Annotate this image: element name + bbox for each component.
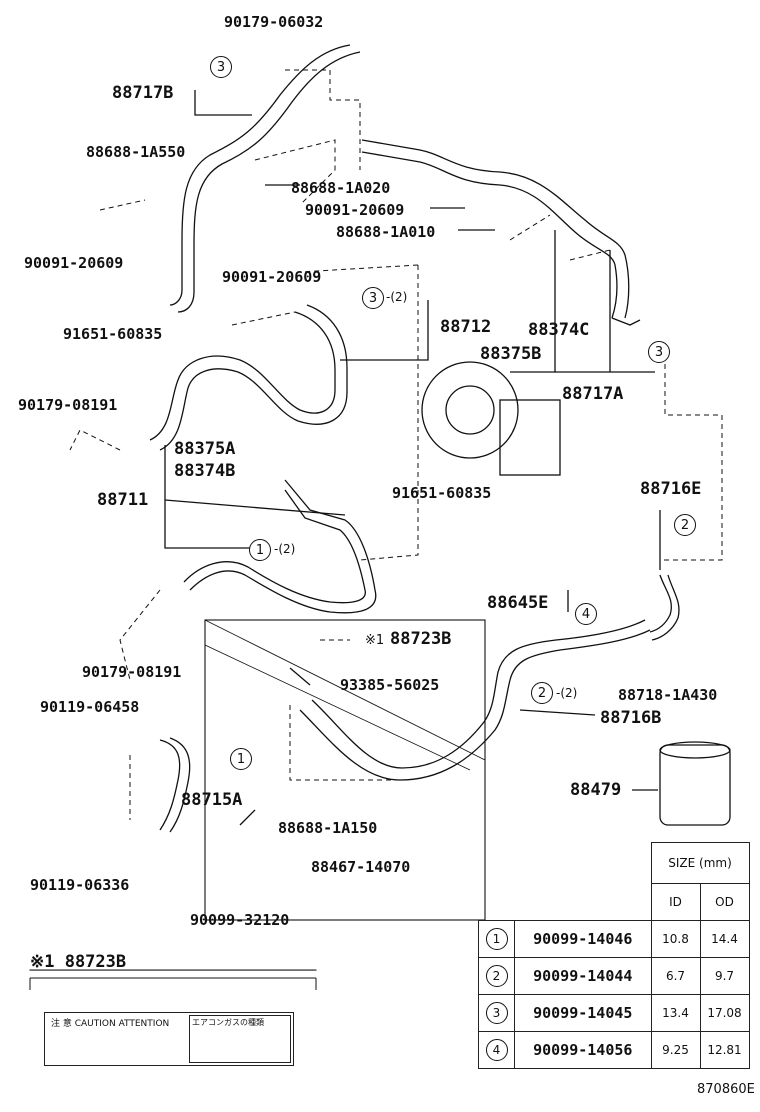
callout-88712: 88712 [440, 317, 492, 337]
row-index: 1 [485, 928, 508, 950]
receiver-88479 [659, 744, 731, 826]
label-card-title: ※1 88723B [30, 952, 127, 972]
callout-88374b: 88374B [174, 461, 236, 481]
callout-91651-60835-a: 91651-60835 [63, 325, 163, 343]
oring-marker-3-right: 3 [648, 341, 670, 363]
qty-2-c: -(2) [556, 686, 578, 700]
hose-88712 [149, 311, 336, 441]
callout-90119-06336: 90119-06336 [30, 876, 130, 894]
callout-88688-1a010: 88688-1A010 [336, 223, 436, 241]
caution-label-card: 注 意 CAUTION ATTENTION エアコンガスの種類 [44, 1012, 294, 1066]
callout-91651-60835-b: 91651-60835 [392, 484, 492, 502]
callout-90091-20609-a: 90091-20609 [305, 201, 405, 219]
oring-marker-3-mid: 3 [362, 287, 384, 309]
callout-88717a: 88717A [562, 384, 624, 404]
row-id: 13.4 [650, 994, 701, 1032]
hose-88716b [299, 629, 651, 781]
col-od-header: OD [699, 883, 750, 921]
callout-88715a: 88715A [181, 790, 243, 810]
pipe-88711 [189, 479, 377, 614]
callout-88723b: 88723B [390, 629, 452, 649]
callout-88716e: 88716E [640, 479, 702, 499]
oring-marker-2-a: 2 [674, 514, 696, 536]
row-index: 4 [485, 1039, 508, 1061]
row-index: 3 [485, 1002, 508, 1024]
callout-90091-20609-b: 90091-20609 [24, 254, 124, 272]
callout-88645e: 88645E [487, 593, 549, 613]
callout-88688-1a150: 88688-1A150 [278, 819, 378, 837]
label-right-box: エアコンガスの種類 [189, 1015, 291, 1063]
callout-88375b: 88375B [480, 344, 542, 364]
hose-88717a [361, 139, 630, 319]
callout-90179-08191-b: 90179-08191 [82, 663, 182, 681]
caution-words: 注 意 CAUTION ATTENTION [51, 1019, 170, 1029]
callout-88716b: 88716B [600, 708, 662, 728]
row-od: 17.08 [699, 994, 750, 1032]
ref-symbol-88723b: ※1 [365, 633, 385, 648]
oring-size-table: SIZE (mm) ID OD 1 90099-14046 10.8 14.4 … [478, 842, 750, 1069]
qty-2-a: -(2) [386, 290, 408, 304]
row-od: 14.4 [699, 920, 750, 958]
callout-90091-20609-c: 90091-20609 [222, 268, 322, 286]
table-row: 4 90099-14056 9.25 12.81 [478, 1031, 750, 1069]
callout-90179-08191-a: 90179-08191 [18, 396, 118, 414]
callout-88374c: 88374C [528, 320, 590, 340]
callout-88688-1a020: 88688-1A020 [291, 179, 391, 197]
row-id: 10.8 [650, 920, 701, 958]
callout-88688-1a550: 88688-1A550 [86, 143, 186, 161]
row-od: 12.81 [699, 1031, 750, 1069]
oring-marker-1-b: 1 [230, 748, 252, 770]
oring-marker-2-b: 2 [531, 682, 553, 704]
hose-88717b [169, 44, 351, 306]
qty-2-b: -(2) [274, 542, 296, 556]
label-right-text: エアコンガスの種類 [192, 1018, 264, 1027]
table-row: 3 90099-14045 13.4 17.08 [478, 994, 750, 1032]
oring-marker-4: 4 [575, 603, 597, 625]
condenser [204, 619, 486, 921]
row-part: 90099-14056 [514, 1031, 652, 1069]
callout-88718-1a430: 88718-1A430 [618, 686, 718, 704]
diagram-code: 870860E [697, 1082, 755, 1097]
oring-marker-3-top: 3 [210, 56, 232, 78]
row-part: 90099-14044 [514, 957, 652, 995]
size-header: SIZE (mm) [650, 842, 750, 884]
callout-88711: 88711 [97, 490, 149, 510]
row-od: 9.7 [699, 957, 750, 995]
tube-88715a [159, 739, 181, 831]
callout-88467-14070: 88467-14070 [311, 858, 411, 876]
callout-93385-56025: 93385-56025 [340, 676, 440, 694]
table-row: 2 90099-14044 6.7 9.7 [478, 957, 750, 995]
row-id: 9.25 [650, 1031, 701, 1069]
row-index: 2 [485, 965, 508, 987]
callout-90179-06032: 90179-06032 [224, 13, 324, 31]
compressor [421, 361, 519, 459]
callout-90099-32120: 90099-32120 [190, 911, 290, 929]
callout-90119-06458: 90119-06458 [40, 698, 140, 716]
oring-marker-1-a: 1 [249, 539, 271, 561]
row-id: 6.7 [650, 957, 701, 995]
table-row: 1 90099-14046 10.8 14.4 [478, 920, 750, 958]
callout-88717b: 88717B [112, 83, 174, 103]
row-part: 90099-14046 [514, 920, 652, 958]
callout-88375a: 88375A [174, 439, 236, 459]
callout-88479: 88479 [570, 780, 622, 800]
col-id-header: ID [650, 883, 701, 921]
row-part: 90099-14045 [514, 994, 652, 1032]
